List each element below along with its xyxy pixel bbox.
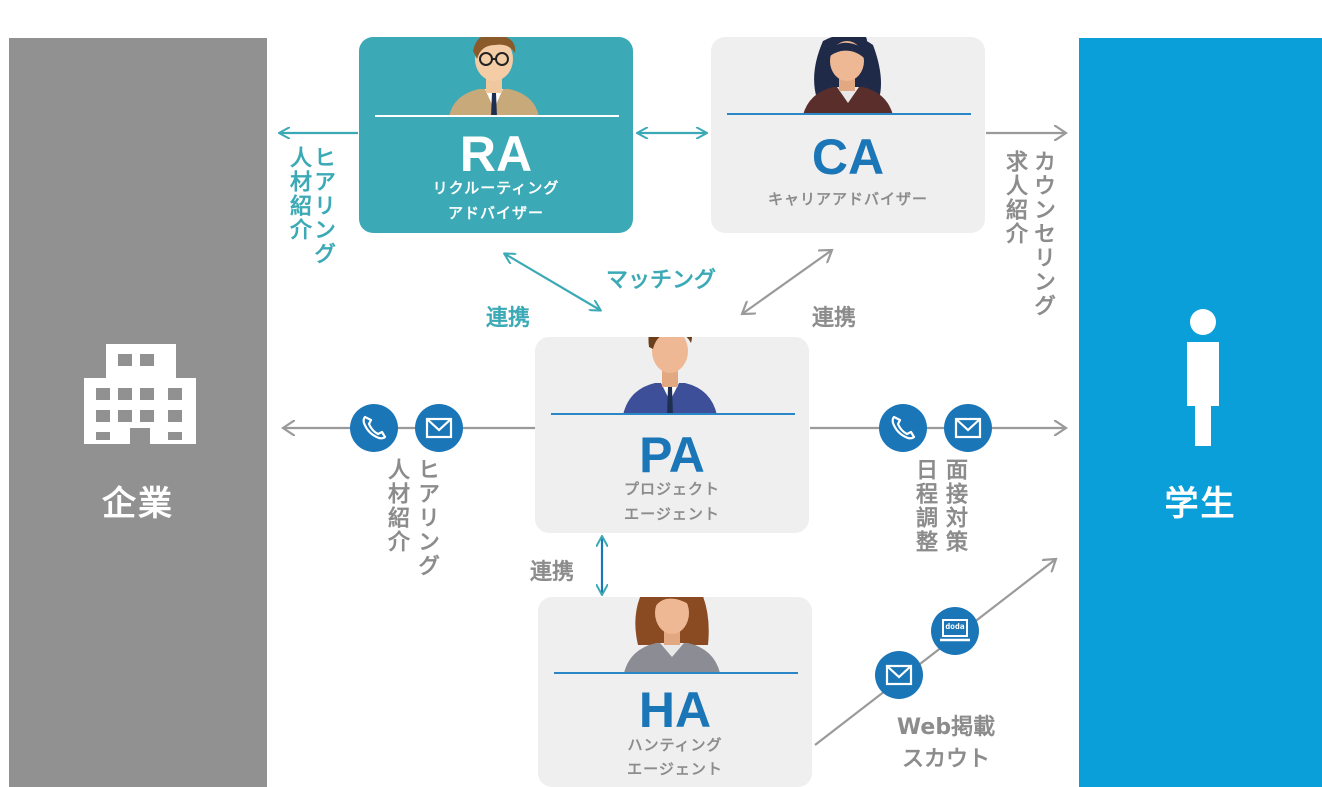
mail-icon [415, 404, 463, 452]
student-panel: 学生 [1079, 38, 1322, 787]
pa-divider [551, 413, 795, 415]
pa-person-illustration [615, 337, 725, 415]
pa-company-label-hearing: ヒアリング [414, 458, 439, 578]
ha-sub-line1: ハンティング [627, 736, 723, 754]
arrow-ha-to-student [814, 559, 1056, 746]
mail-icon [875, 651, 923, 699]
ca-divider [727, 113, 971, 115]
ra-divider [375, 115, 619, 117]
pa-abbr: PA [639, 427, 705, 483]
ha-divider [554, 672, 798, 674]
ra-sub-line2: アドバイザー [447, 204, 544, 222]
web-label-line1: Web掲載 [896, 715, 996, 740]
ra-abbr: RA [459, 126, 533, 182]
link-ra-pa-label: 連携 [486, 306, 531, 331]
link-ca-pa-label: 連携 [812, 306, 857, 331]
pa-company-label-referral: 人材紹介 [384, 458, 409, 554]
doda-label: doda [945, 622, 965, 631]
ha-sub-line2: エージェント [627, 760, 723, 778]
phone-icon [879, 404, 927, 452]
doda-laptop-icon: doda [931, 607, 979, 655]
phone-icon [350, 404, 398, 452]
ca-student-label-jobs: 求人紹介 [1002, 150, 1027, 246]
ca-sub-line1: キャリアアドバイザー [767, 190, 928, 208]
ra-sub-line1: リクルーティング [432, 179, 560, 197]
mail-icon [944, 404, 992, 452]
ha-person-illustration [616, 597, 728, 673]
matching-label: マッチング [606, 268, 717, 293]
ca-student-label-counseling: カウンセリング [1030, 150, 1055, 318]
ra-person-illustration [439, 37, 549, 117]
ca-person-illustration [793, 37, 903, 115]
pa-student-label-schedule: 日程調整 [912, 458, 937, 554]
ha-abbr: HA [638, 682, 712, 738]
pa-sub-line2: エージェント [624, 505, 720, 523]
link-pa-ha-label: 連携 [530, 560, 575, 585]
pa-sub-line1: プロジェクト [623, 480, 720, 498]
building-icon [82, 338, 198, 448]
pa-card: PA プロジェクト エージェント [535, 337, 809, 533]
company-label: 企業 [102, 484, 174, 524]
ha-card: HA ハンティング エージェント [538, 597, 812, 787]
web-label-line2: スカウト [901, 747, 990, 772]
arrow-ra-pa [505, 254, 600, 310]
ca-abbr: CA [811, 129, 885, 185]
ra-company-label-referral: 人材紹介 [286, 146, 311, 242]
pa-student-label-interview: 面接対策 [942, 458, 967, 554]
student-label: 学生 [1164, 484, 1237, 524]
company-panel: 企業 [9, 38, 267, 787]
arrow-ca-pa [742, 250, 832, 314]
ra-card: RA リクルーティング アドバイザー [359, 37, 633, 233]
ca-card: CA キャリアアドバイザー [711, 37, 985, 233]
person-icon [1183, 308, 1223, 448]
ra-company-label-hearing: ヒアリング [310, 146, 335, 266]
